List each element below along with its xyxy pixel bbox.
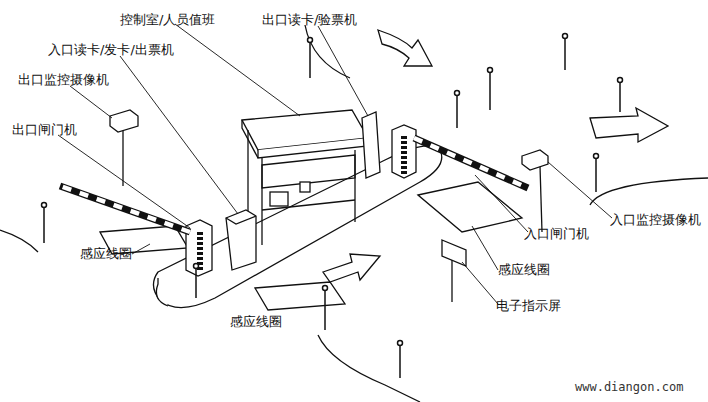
road-edges bbox=[0, 25, 708, 402]
leader-lines bbox=[58, 24, 612, 304]
sensor-loops bbox=[100, 182, 522, 310]
part-label: 入口闸门机 bbox=[524, 226, 589, 241]
part-label: 入口监控摄像机 bbox=[610, 212, 701, 227]
part-label: 感应线圈 bbox=[230, 314, 282, 329]
cameras bbox=[110, 110, 548, 232]
watermark: www.diangon.com bbox=[575, 380, 683, 395]
part-label: 感应线圈 bbox=[498, 262, 550, 277]
bollards bbox=[42, 34, 623, 379]
direction-arrows bbox=[323, 30, 668, 282]
barrier-gates bbox=[60, 125, 528, 276]
control-booth bbox=[242, 110, 368, 245]
electronic-sign bbox=[442, 240, 466, 302]
part-label: 入口读卡/发卡/出票机 bbox=[48, 42, 174, 57]
part-label: 出口读卡/验票机 bbox=[262, 12, 357, 27]
part-label: 感应线圈 bbox=[80, 246, 132, 261]
part-label: 电子指示屏 bbox=[496, 298, 561, 313]
part-label: 控制室/人员值班 bbox=[120, 12, 215, 27]
part-label: 出口闸门机 bbox=[12, 122, 77, 137]
entry-reader bbox=[226, 210, 256, 270]
part-label: 出口监控摄像机 bbox=[18, 72, 109, 87]
exit-reader bbox=[362, 112, 380, 178]
